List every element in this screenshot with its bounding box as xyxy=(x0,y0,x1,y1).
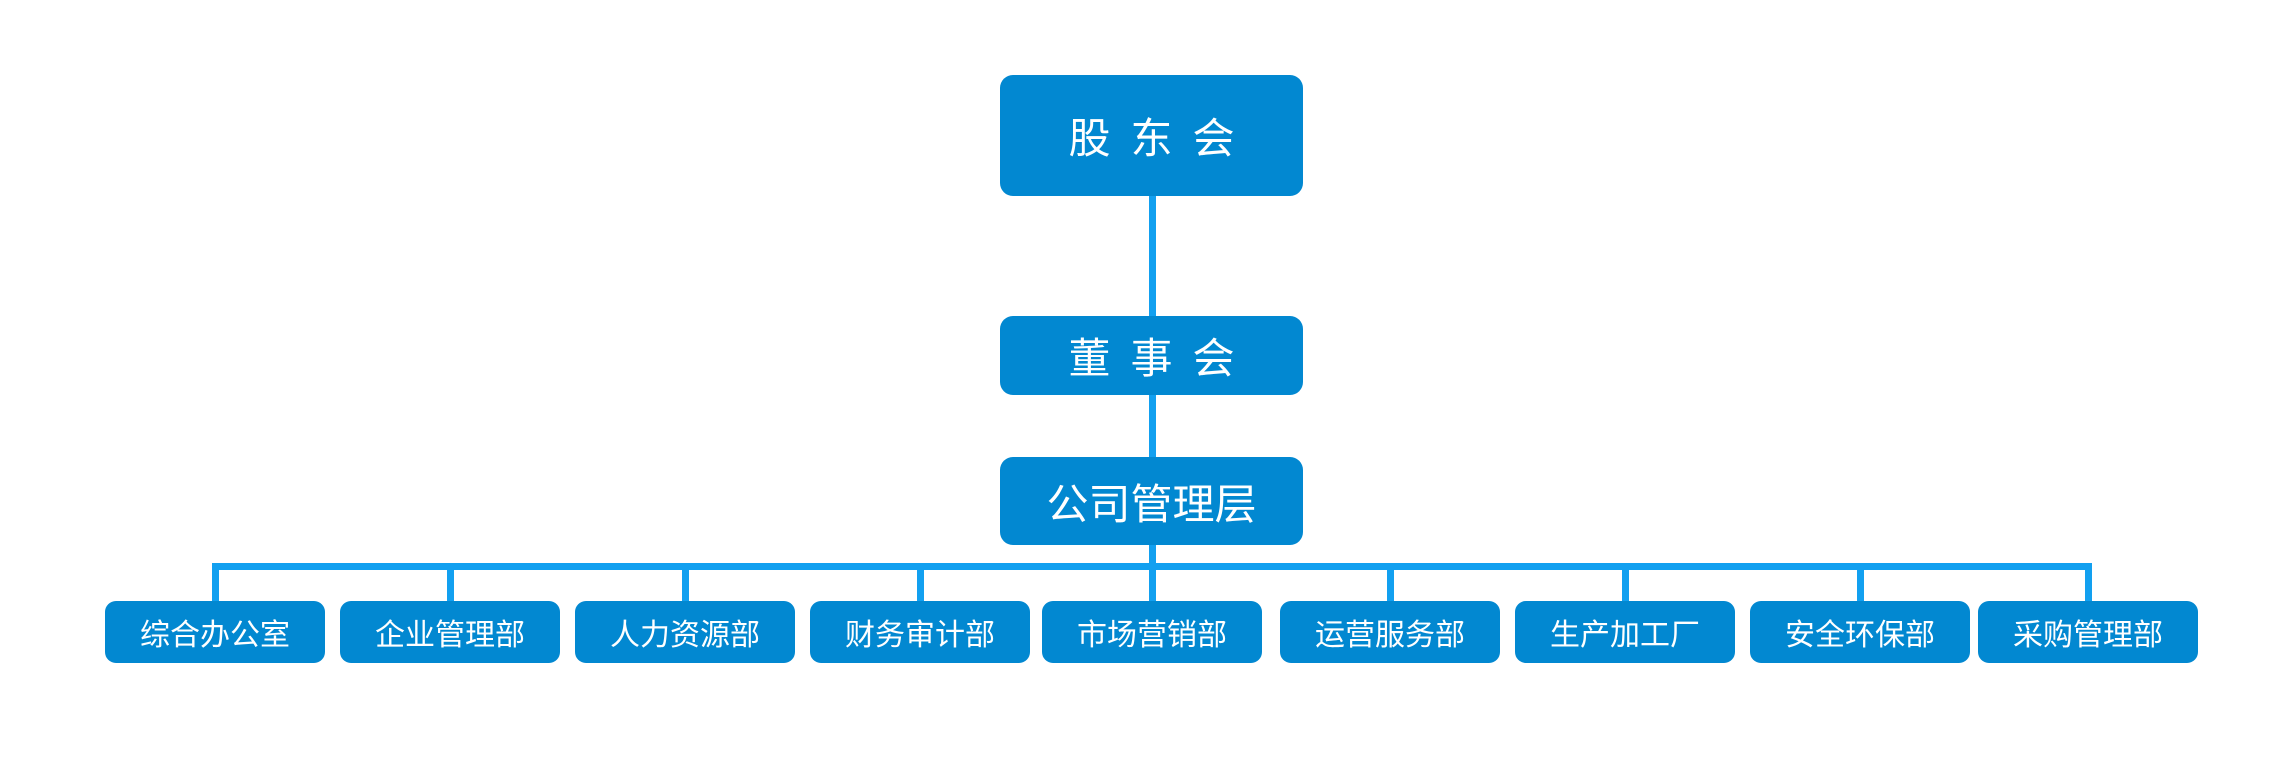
connector-shareholders-to-board xyxy=(1149,196,1156,316)
node-board-of-directors[interactable]: 董事会 xyxy=(1000,316,1303,395)
node-department-1-label: 综合办公室 xyxy=(140,619,290,652)
node-department-2-label: 企业管理部 xyxy=(375,619,525,652)
node-department-7[interactable]: 生产加工厂 xyxy=(1515,601,1735,663)
connector-drop-dept-3 xyxy=(682,563,689,601)
connector-board-to-management xyxy=(1149,395,1156,457)
node-department-3[interactable]: 人力资源部 xyxy=(575,601,795,663)
node-department-6[interactable]: 运营服务部 xyxy=(1280,601,1500,663)
node-department-8[interactable]: 安全环保部 xyxy=(1750,601,1970,663)
node-company-management[interactable]: 公司管理层 xyxy=(1000,457,1303,545)
node-company-management-label: 公司管理层 xyxy=(1046,480,1257,528)
connector-drop-dept-9 xyxy=(2085,563,2092,601)
node-department-4-label: 财务审计部 xyxy=(845,619,995,652)
node-department-9-label: 采购管理部 xyxy=(2013,619,2163,652)
node-department-5[interactable]: 市场营销部 xyxy=(1042,601,1262,663)
node-shareholders-meeting[interactable]: 股东会 xyxy=(1000,75,1303,196)
connector-drop-dept-4 xyxy=(917,563,924,601)
connector-drop-dept-7 xyxy=(1622,563,1629,601)
connector-drop-dept-6 xyxy=(1387,563,1394,601)
connector-management-to-bus xyxy=(1149,545,1156,570)
node-department-7-label: 生产加工厂 xyxy=(1550,619,1700,652)
node-shareholders-meeting-label: 股东会 xyxy=(1068,115,1255,162)
connector-drop-dept-1 xyxy=(212,563,219,601)
node-department-2[interactable]: 企业管理部 xyxy=(340,601,560,663)
node-board-of-directors-label: 董事会 xyxy=(1068,335,1255,382)
node-department-3-label: 人力资源部 xyxy=(610,619,760,652)
node-department-4[interactable]: 财务审计部 xyxy=(810,601,1030,663)
connector-drop-dept-8 xyxy=(1857,563,1864,601)
node-department-8-label: 安全环保部 xyxy=(1785,619,1935,652)
node-department-6-label: 运营服务部 xyxy=(1315,619,1465,652)
node-department-5-label: 市场营销部 xyxy=(1077,619,1227,652)
node-department-9[interactable]: 采购管理部 xyxy=(1978,601,2198,663)
connector-drop-dept-2 xyxy=(447,563,454,601)
node-department-1[interactable]: 综合办公室 xyxy=(105,601,325,663)
connector-drop-dept-5 xyxy=(1149,563,1156,601)
